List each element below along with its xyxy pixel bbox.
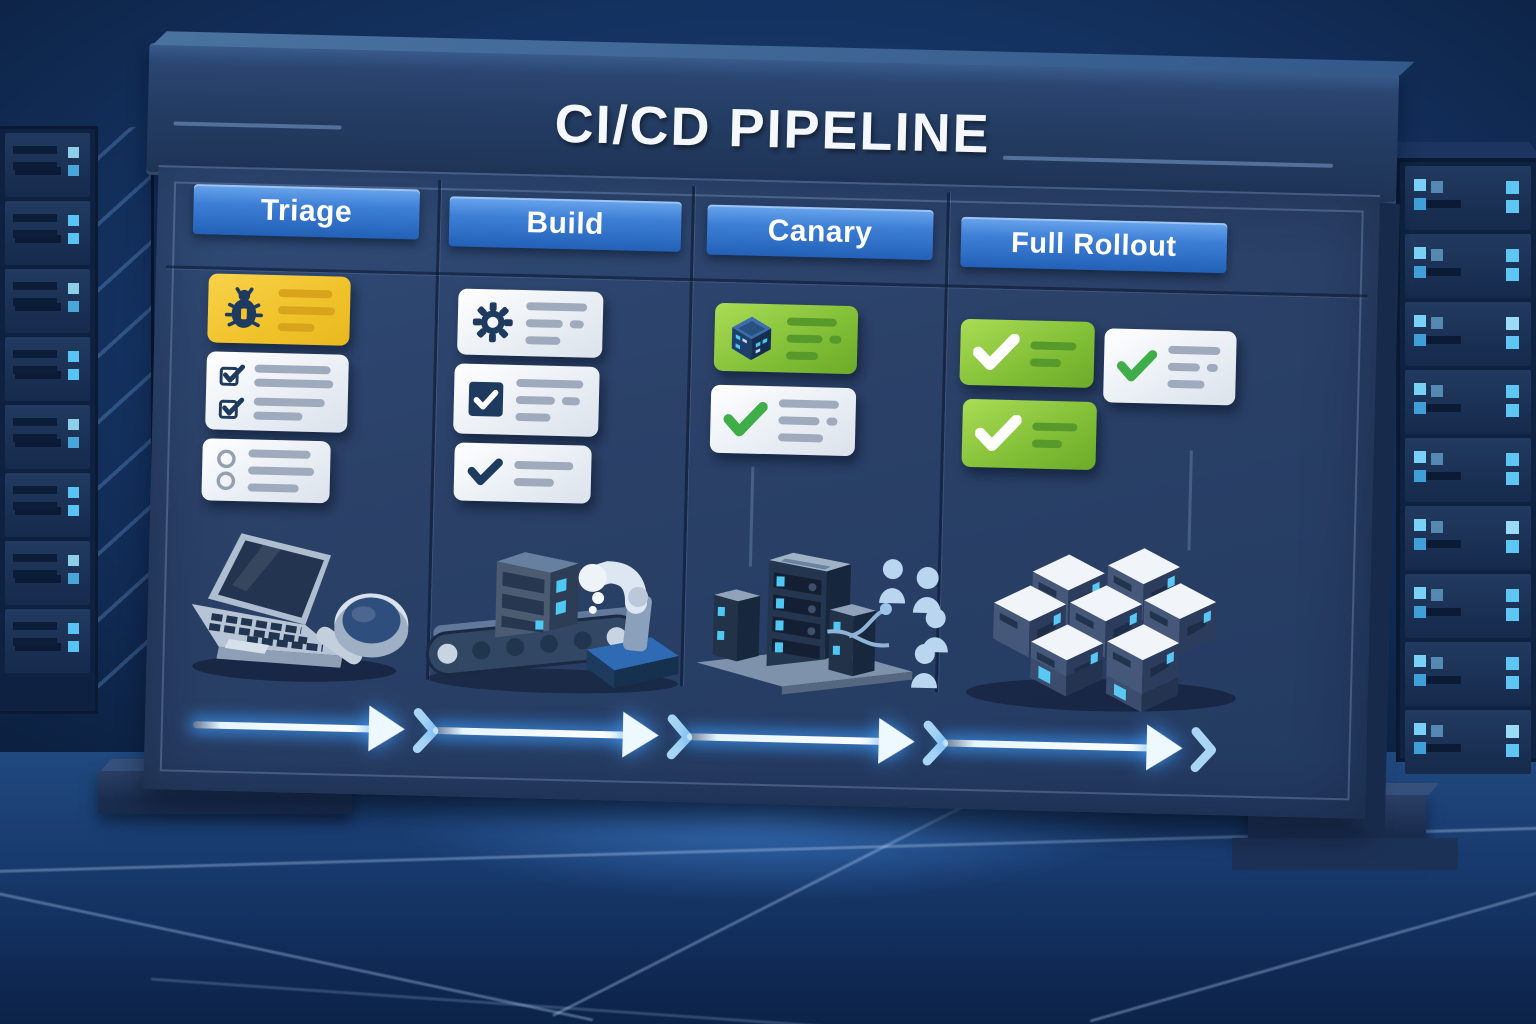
rack-face <box>1396 158 1536 774</box>
laptop-with-magnifier-illustration <box>176 526 420 692</box>
server-bay <box>1405 506 1531 570</box>
flow-arrow-4 <box>942 714 1217 776</box>
server-bay <box>5 337 90 401</box>
green-checkmark-icon <box>1116 349 1158 384</box>
checkbox-checked-icon <box>219 362 246 387</box>
checkbox-checked-icon <box>218 395 245 420</box>
chevron-right-icon <box>1190 726 1219 773</box>
server-bay <box>1405 642 1531 706</box>
navy-checkmark-icon <box>467 457 504 488</box>
right-server-rack <box>1388 158 1536 774</box>
server-bay <box>1405 574 1531 638</box>
card-text-lines <box>515 378 586 423</box>
server-bay <box>5 609 90 673</box>
card-text-lines <box>513 460 579 487</box>
column-header-triage: Triage <box>192 183 421 240</box>
rollout-success-card <box>959 318 1095 389</box>
arrow-line <box>432 726 633 739</box>
bug-icon <box>220 285 267 332</box>
column-header-canary: Canary <box>706 204 934 261</box>
card-text-lines <box>218 362 335 422</box>
pipeline-board: CI/CD PIPELINE Triage Build Canary Full … <box>131 35 1400 845</box>
bug-report-card <box>207 273 351 346</box>
server-bay <box>5 201 90 265</box>
card-text-lines <box>525 302 590 346</box>
validation-card <box>1103 328 1237 406</box>
server-bay <box>1405 166 1531 230</box>
open-tasks-card <box>201 438 331 504</box>
server-bay <box>5 269 90 333</box>
card-text-lines <box>785 317 845 361</box>
health-check-card <box>709 384 857 457</box>
arrow-line <box>192 721 379 733</box>
arrow-head-icon <box>622 711 660 759</box>
canary-servers-with-users-illustration <box>678 532 952 709</box>
card-text-lines <box>247 449 318 493</box>
gear-icon <box>470 300 515 345</box>
server-bay <box>1405 438 1531 502</box>
column-header-full-rollout: Full Rollout <box>960 216 1228 274</box>
build-check-card <box>453 363 600 437</box>
card-text-lines <box>1031 422 1084 448</box>
conveyor-belt-robot-arm-illustration <box>418 526 692 703</box>
flow-arrow-1 <box>192 696 439 758</box>
server-bay <box>1405 710 1531 774</box>
card-text-lines <box>1167 345 1223 389</box>
rollout-success-card-2 <box>961 398 1098 471</box>
canary-deploy-card <box>713 302 859 375</box>
server-bay <box>1405 370 1531 434</box>
card-text-lines <box>277 288 338 332</box>
server-cluster-illustration <box>955 532 1249 719</box>
checklist-card <box>205 351 349 433</box>
flow-arrow-3 <box>686 708 949 770</box>
arrow-head-icon <box>1146 724 1184 772</box>
server-bay <box>5 405 90 469</box>
board-title: CI/CD PIPELINE <box>553 93 992 165</box>
green-checkmark-icon <box>723 401 768 438</box>
column-header-build: Build <box>448 196 682 252</box>
build-config-card <box>456 288 604 358</box>
card-text-lines <box>1029 340 1082 367</box>
flow-arrow-2 <box>432 702 693 764</box>
white-checkmark-icon <box>974 414 1022 453</box>
white-checkmark-icon <box>972 333 1020 372</box>
server-bay <box>1405 234 1531 298</box>
server-bay <box>5 541 90 605</box>
arrow-line <box>686 733 889 746</box>
server-bay <box>5 133 90 197</box>
left-server-rack <box>0 124 154 714</box>
board-leg-right-foot <box>1232 838 1458 870</box>
checkbox-icon <box>466 380 505 419</box>
arrow-head-icon <box>368 705 406 753</box>
rack-face <box>0 126 98 714</box>
arrow-line <box>942 739 1157 752</box>
arrow-head-icon <box>878 717 916 765</box>
radio-list-icon <box>215 448 238 493</box>
server-cube-icon <box>727 313 776 362</box>
build-passed-card <box>453 442 592 504</box>
server-bay <box>5 473 90 537</box>
card-text-lines <box>777 399 843 443</box>
server-bay <box>1405 302 1531 366</box>
board-panel: Triage Build Canary Full Rollout <box>143 165 1381 819</box>
